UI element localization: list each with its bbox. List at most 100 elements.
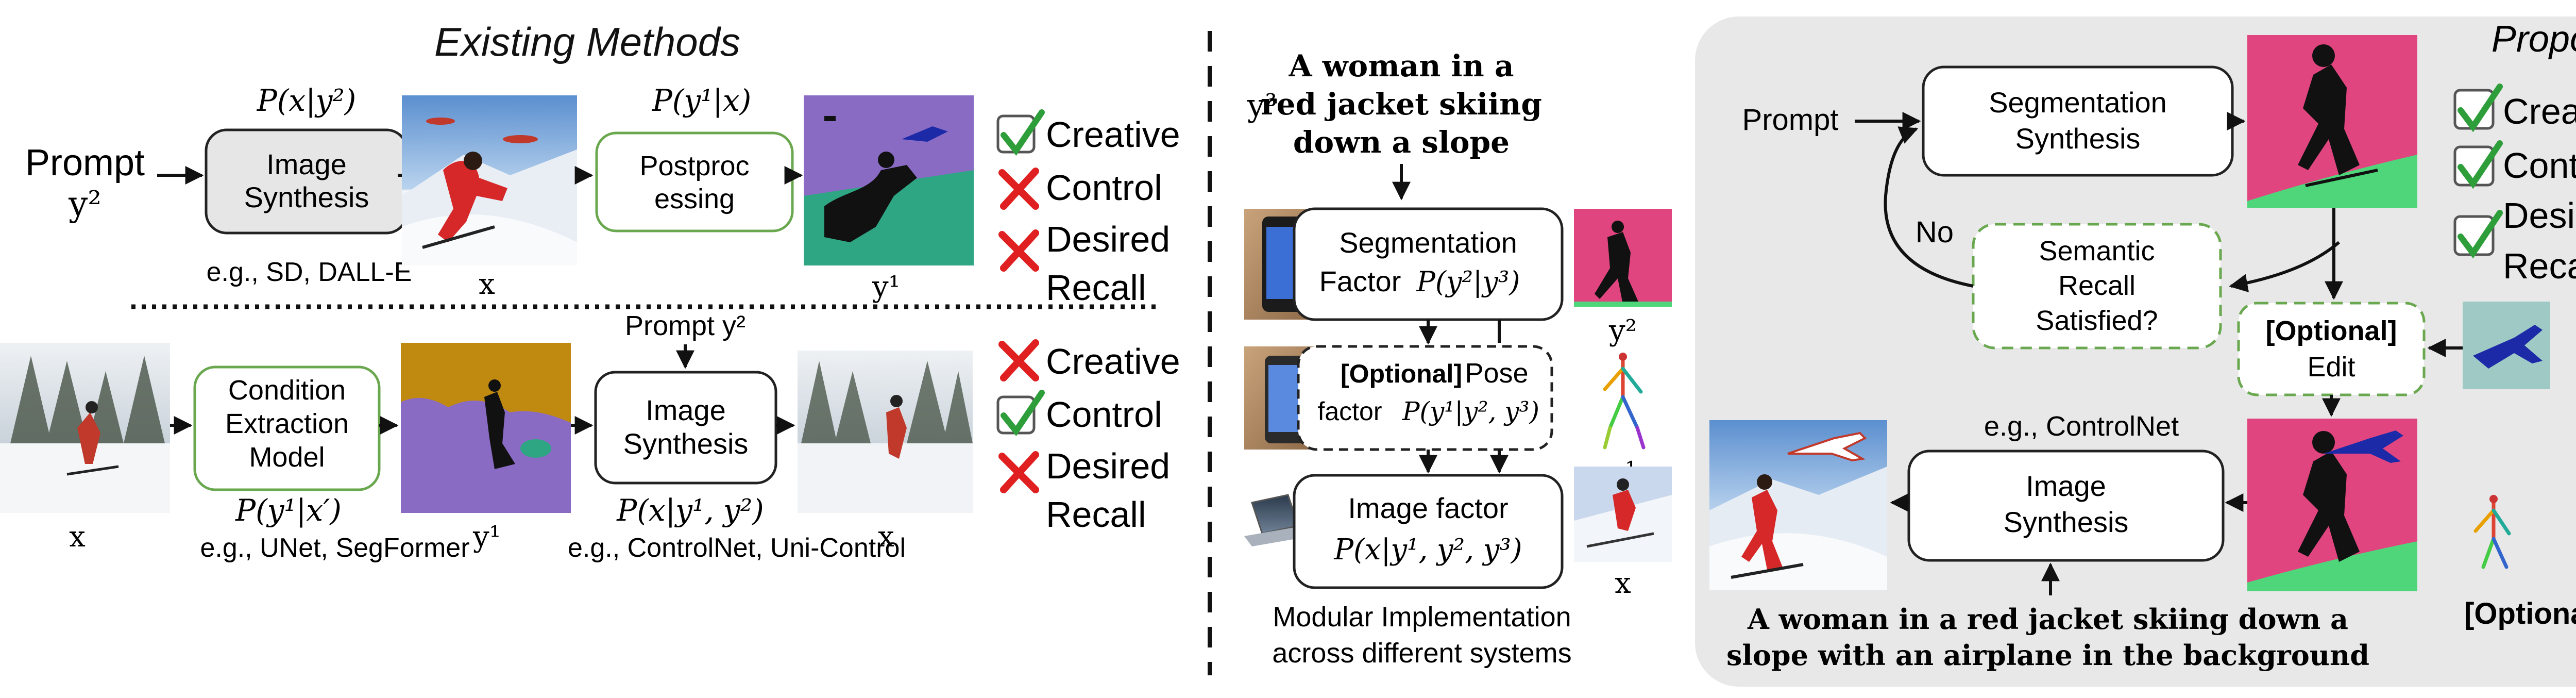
row2-synth-line2: Synthesis bbox=[623, 427, 749, 460]
row1-img-label: x bbox=[479, 268, 495, 301]
proposed-arrow-no-loop bbox=[1884, 126, 1974, 288]
row2-formula-synth: P(x|y¹, y²) bbox=[616, 493, 764, 528]
row1-eval-recall: Recall bbox=[1046, 268, 1146, 308]
proposed-seg-image bbox=[2247, 35, 2417, 208]
row1-seg-label: y¹ bbox=[872, 270, 900, 304]
seg-factor-prefix: Factor bbox=[1319, 265, 1401, 297]
row2-image-synthesis-box bbox=[594, 371, 777, 485]
row1-check-creative-icon bbox=[1001, 109, 1045, 156]
proposed-no-label: No bbox=[1916, 215, 1954, 249]
row1-formula-post: P(y¹|x) bbox=[652, 83, 752, 118]
proposed-eval-recall: Recall bbox=[2503, 246, 2576, 286]
modular-y3-label: y³ bbox=[1247, 88, 1277, 124]
modular-pose-skeleton bbox=[1603, 353, 1646, 450]
image-factor-box bbox=[1293, 474, 1564, 589]
seg-factor-formula: P(y²|y³) bbox=[1416, 265, 1520, 298]
proposed-example: e.g., ControlNet bbox=[1984, 411, 2179, 442]
edit-optional-label: [Optional] bbox=[2266, 315, 2397, 346]
proposed-eval-desired: Desired bbox=[2503, 195, 2576, 236]
row2-eval-desired: Desired bbox=[1046, 446, 1170, 486]
proposed-check-creative-icon bbox=[2458, 84, 2503, 132]
proposed-title: Proposed bbox=[2492, 19, 2576, 60]
proposed-seg-line1: Segmentation bbox=[1989, 86, 2167, 119]
image-factor-line1: Image factor bbox=[1348, 492, 1508, 524]
row2-formula-cond: P(y¹|x′) bbox=[235, 493, 342, 528]
pose-word: Pose bbox=[1465, 358, 1528, 389]
proposed-arrow-seg-to-recall bbox=[2229, 241, 2340, 293]
airplane-icon bbox=[2473, 325, 2543, 369]
row2-cross-creative-icon bbox=[998, 339, 1039, 381]
row1-post-line2: essing bbox=[654, 184, 735, 214]
proposed-pose-skeleton bbox=[2473, 495, 2511, 569]
row1-segmentation-map bbox=[804, 95, 974, 265]
edit-airplane-image bbox=[2463, 302, 2550, 389]
semantic-line2: Recall bbox=[2058, 270, 2136, 301]
proposed-synth-line1: Image bbox=[2026, 470, 2106, 502]
modular-seg-label: y² bbox=[1608, 314, 1637, 347]
modular-caption-line1: A woman in a bbox=[1288, 48, 1514, 84]
proposed-check-control-icon bbox=[2458, 140, 2503, 189]
semantic-recall-box bbox=[1972, 223, 2222, 350]
row2-cond-line2: Extraction bbox=[225, 408, 349, 439]
row2-condition-extraction-box bbox=[193, 365, 381, 491]
pose-optional-label: [Optional] bbox=[1341, 359, 1462, 388]
row2-eval-control: Control bbox=[1046, 394, 1162, 435]
row1-prompt-var: y² bbox=[68, 184, 101, 224]
row2-out-label: x bbox=[878, 520, 894, 554]
row2-eval-recall: Recall bbox=[1046, 494, 1146, 535]
proposed-edited-seg-image bbox=[2247, 419, 2417, 591]
row2-synth-line1: Image bbox=[646, 394, 726, 426]
modular-footer-line1: Modular Implementation bbox=[1273, 602, 1571, 633]
row2-eval: Creative Control Desired Recall bbox=[996, 339, 1180, 535]
row2-example-synth: e.g., ControlNet, Uni-Control bbox=[568, 533, 906, 563]
row1-formula-synth: P(x|y²) bbox=[257, 83, 357, 118]
row2-img-label: x bbox=[69, 520, 86, 554]
row2-prompt-top: Prompt y² bbox=[625, 310, 745, 341]
semantic-line3: Satisfied? bbox=[2036, 305, 2158, 336]
row2-cond-line3: Model bbox=[249, 442, 325, 473]
proposed-eval-control: Control bbox=[2503, 145, 2576, 186]
proposed-seg-line2: Synthesis bbox=[2015, 122, 2141, 155]
row2-cond-line1: Condition bbox=[228, 375, 346, 406]
row2-seg-label: y¹ bbox=[472, 520, 501, 554]
seg-factor-line1: Segmentation bbox=[1339, 226, 1517, 259]
proposed-eval: Creative Control Desired Recall bbox=[2453, 84, 2576, 286]
segmentation-factor-box bbox=[1293, 207, 1564, 321]
proposed-caption-line1: A woman in a red jacket skiing down a bbox=[1747, 603, 2348, 636]
row1-cross-control-icon bbox=[998, 168, 1039, 210]
row2-cross-desired-icon bbox=[998, 451, 1039, 493]
proposed-optional-label: [Optional] bbox=[2464, 597, 2576, 630]
modular-output-image bbox=[1574, 467, 1672, 562]
pose-formula: P(y¹|y², y³) bbox=[1402, 396, 1539, 426]
modular-footer-line2: across different systems bbox=[1272, 638, 1571, 669]
row1-prompt-label: Prompt bbox=[25, 142, 145, 184]
row1-eval: Creative Control Desired Recall bbox=[996, 109, 1180, 308]
row1-example-synth: e.g., SD, DALL-E bbox=[207, 257, 412, 287]
existing-methods-title: Existing Methods bbox=[434, 19, 740, 64]
row2-input-image bbox=[0, 343, 170, 513]
row2-eval-creative: Creative bbox=[1046, 341, 1180, 381]
row2-check-control-icon bbox=[1001, 390, 1045, 437]
proposed-synth-line2: Synthesis bbox=[2004, 506, 2129, 538]
row1-eval-desired: Desired bbox=[1046, 219, 1170, 259]
row2-example-cond: e.g., UNet, SegFormer bbox=[200, 533, 469, 563]
row1-synth-line1: Image bbox=[266, 148, 347, 180]
proposed-image-synthesis-box bbox=[1907, 450, 2225, 562]
pose-prefix: factor bbox=[1317, 397, 1382, 426]
row2-segmentation-map bbox=[401, 343, 571, 513]
row1-postprocessing-box bbox=[595, 131, 794, 232]
modular-caption-line3: down a slope bbox=[1293, 125, 1510, 160]
proposed-seg-synthesis-box bbox=[1922, 65, 2234, 177]
proposed-check-desired-icon bbox=[2458, 210, 2503, 259]
row1-cross-desired-icon bbox=[998, 229, 1039, 272]
modular-seg-image bbox=[1574, 209, 1672, 307]
semantic-line1: Semantic bbox=[2039, 236, 2155, 267]
proposed-eval-creative: Creative bbox=[2503, 91, 2576, 131]
row2-output-image bbox=[798, 351, 973, 513]
pose-factor-box bbox=[1297, 345, 1553, 451]
proposed-caption-line2: slope with an airplane in the background bbox=[1726, 639, 2369, 672]
row1-skier-image bbox=[402, 95, 577, 265]
proposed-output-image bbox=[1709, 420, 1887, 590]
